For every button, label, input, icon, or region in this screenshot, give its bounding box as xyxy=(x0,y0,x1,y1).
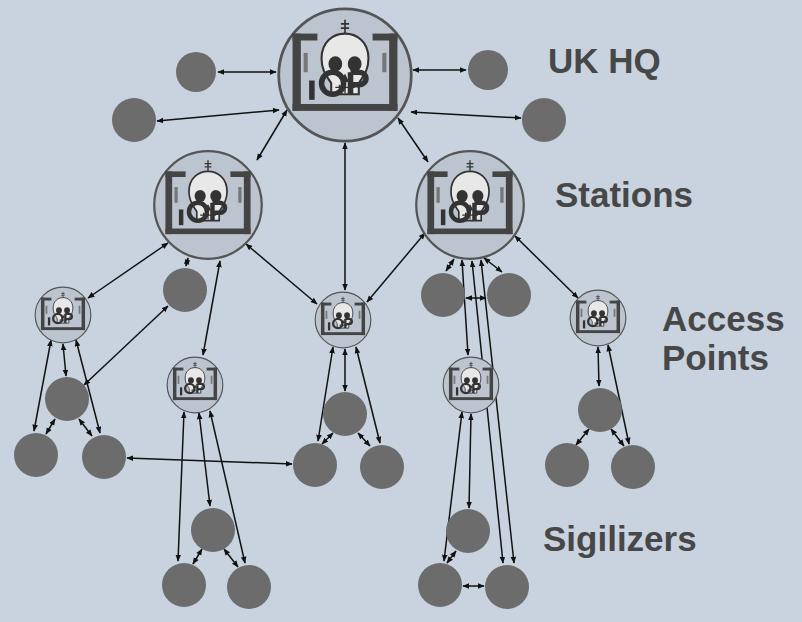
double-arrows xyxy=(34,70,629,586)
tier-label: UK HQ xyxy=(548,42,788,81)
logo-nodes xyxy=(35,9,626,413)
tier-label: Stations xyxy=(555,176,795,215)
tier-label: Access Points xyxy=(662,300,790,377)
tier-label: Sigilizers xyxy=(543,520,793,559)
